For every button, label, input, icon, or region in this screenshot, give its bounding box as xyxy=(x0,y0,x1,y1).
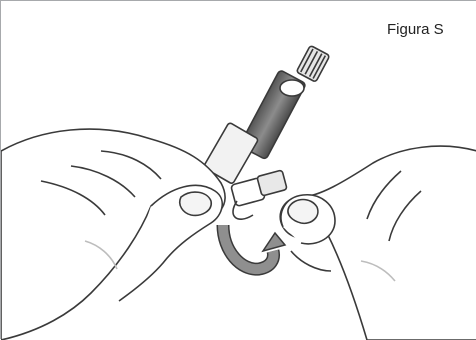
right-hand xyxy=(280,146,476,340)
connector xyxy=(231,170,287,219)
device-body xyxy=(203,45,330,184)
left-hand xyxy=(1,129,225,340)
rotation-arrow xyxy=(223,225,285,269)
